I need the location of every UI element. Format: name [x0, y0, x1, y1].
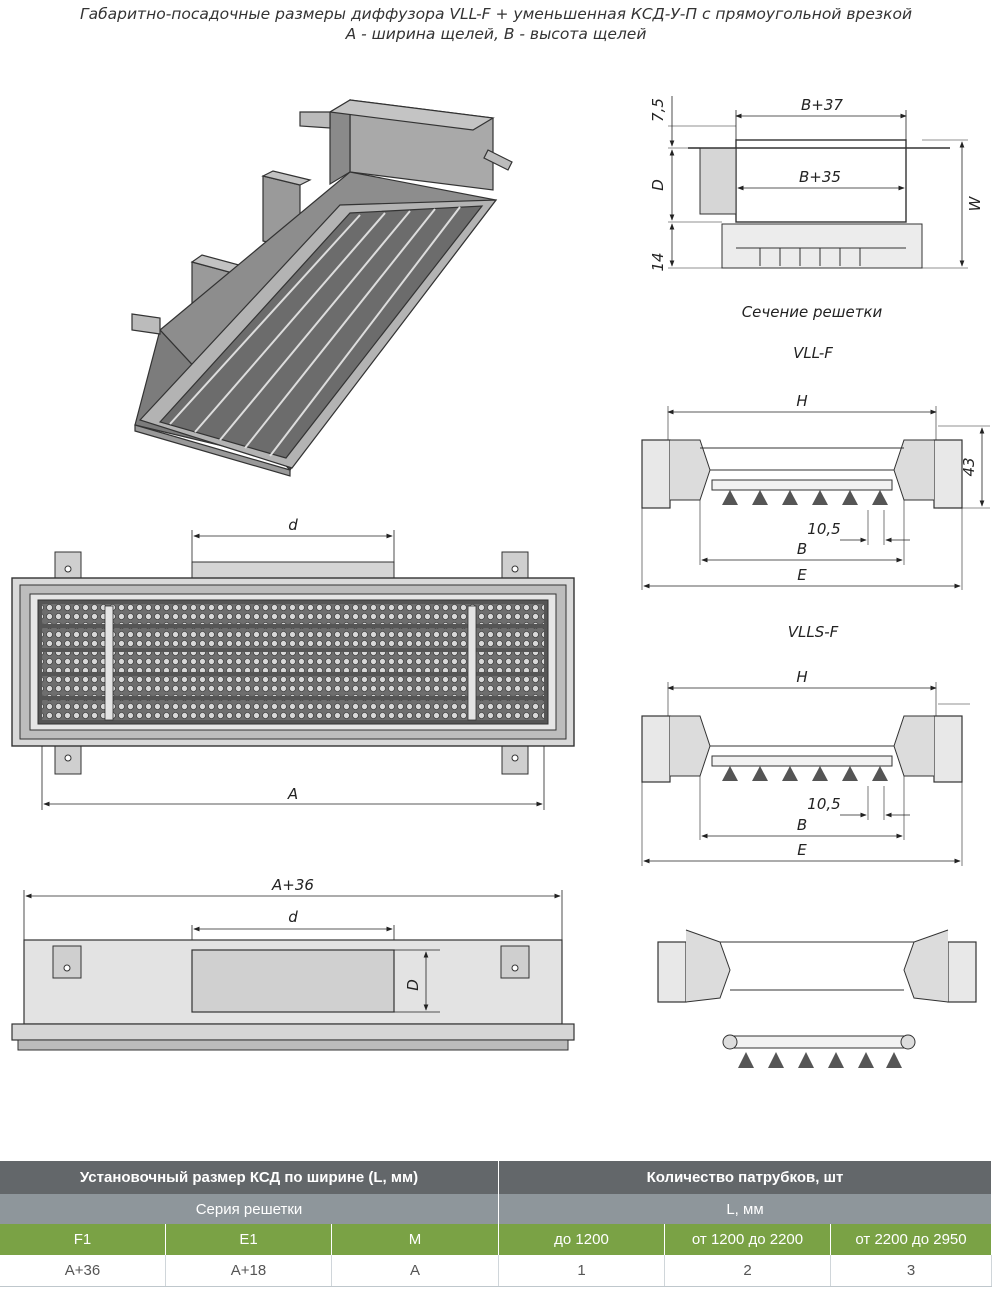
vllf-dim-e: E: [797, 566, 807, 584]
spec-table: Установочный размер КСД по ширине (L, мм…: [0, 1161, 992, 1287]
table-column-header: от 2200 до 2950: [830, 1224, 992, 1255]
vllf-dim-b: B: [797, 540, 807, 558]
table-cell: 1: [498, 1255, 665, 1287]
table-cell: A+18: [165, 1255, 332, 1287]
title-line-1: Габаритно-посадочные размеры диффузора V…: [79, 5, 913, 23]
dim-w: W: [966, 195, 984, 211]
table-column-header: E1: [165, 1224, 332, 1255]
table-header-left: Установочный размер КСД по ширине (L, мм…: [0, 1161, 499, 1194]
dim-D-bottom: D: [404, 979, 422, 991]
side-section: B+37 B+35 7,5 D 14 W: [649, 96, 984, 272]
dim-d-bottom: d: [288, 908, 298, 926]
dim-d-top: d: [288, 516, 298, 534]
table-column-header: F1: [0, 1224, 166, 1255]
dim-a36: A+36: [271, 876, 314, 894]
isometric-view: [131, 98, 513, 477]
table-subheader-right: L, мм: [498, 1194, 992, 1224]
vlls-section: H 10,5 B E: [641, 668, 970, 866]
dim-b35: B+35: [799, 168, 841, 186]
title-line-2: A - ширина щелей, B - высота щелей: [345, 25, 647, 43]
table-subheader-left: Серия решетки: [0, 1194, 499, 1224]
table-column-row: F1 E1 M до 1200 от 1200 до 2200 от 2200 …: [0, 1224, 992, 1255]
vllf-section: H 43 10,5 B E: [641, 392, 990, 590]
vllf-dim-10-5: 10,5: [807, 520, 840, 538]
dim-14: 14: [649, 252, 667, 271]
dim-a-front: A: [287, 785, 298, 803]
section-caption: Сечение решетки: [742, 303, 883, 321]
vllf-caption: VLL-F: [793, 344, 833, 362]
table-column-header: M: [331, 1224, 499, 1255]
page-title: Габаритно-посадочные размеры диффузора V…: [0, 4, 992, 44]
table-column-header: до 1200: [498, 1224, 665, 1255]
dim-b37: B+37: [801, 96, 843, 114]
table-cell: A: [331, 1255, 499, 1287]
vllf-dim-43: 43: [960, 457, 978, 476]
vllf-dim-h: H: [796, 392, 807, 410]
bottom-view: A+36 d D: [11, 876, 575, 1051]
vlls-dim-h: H: [796, 668, 807, 686]
table-row: A+36 A+18 A 1 2 3: [0, 1255, 992, 1287]
table-cell: A+36: [0, 1255, 166, 1287]
table-header-right: Количество патрубков, шт: [498, 1161, 992, 1194]
table-cell: 2: [664, 1255, 831, 1287]
exploded-section: [657, 929, 977, 1068]
table-subheader-row: Серия решетки L, мм: [0, 1194, 992, 1224]
table-cell: 3: [830, 1255, 992, 1287]
technical-drawing: d A A+36: [11, 96, 990, 1068]
vlls-dim-e: E: [797, 841, 807, 859]
table-column-header: от 1200 до 2200: [664, 1224, 831, 1255]
front-view: d A: [11, 516, 575, 810]
vlls-dim-10-5: 10,5: [807, 795, 840, 813]
vlls-dim-b: B: [797, 816, 807, 834]
dim-7-5: 7,5: [649, 98, 667, 122]
vlls-caption: VLLS-F: [788, 623, 839, 641]
dim-D-side: D: [649, 179, 667, 191]
table-header-row: Установочный размер КСД по ширине (L, мм…: [0, 1161, 992, 1194]
